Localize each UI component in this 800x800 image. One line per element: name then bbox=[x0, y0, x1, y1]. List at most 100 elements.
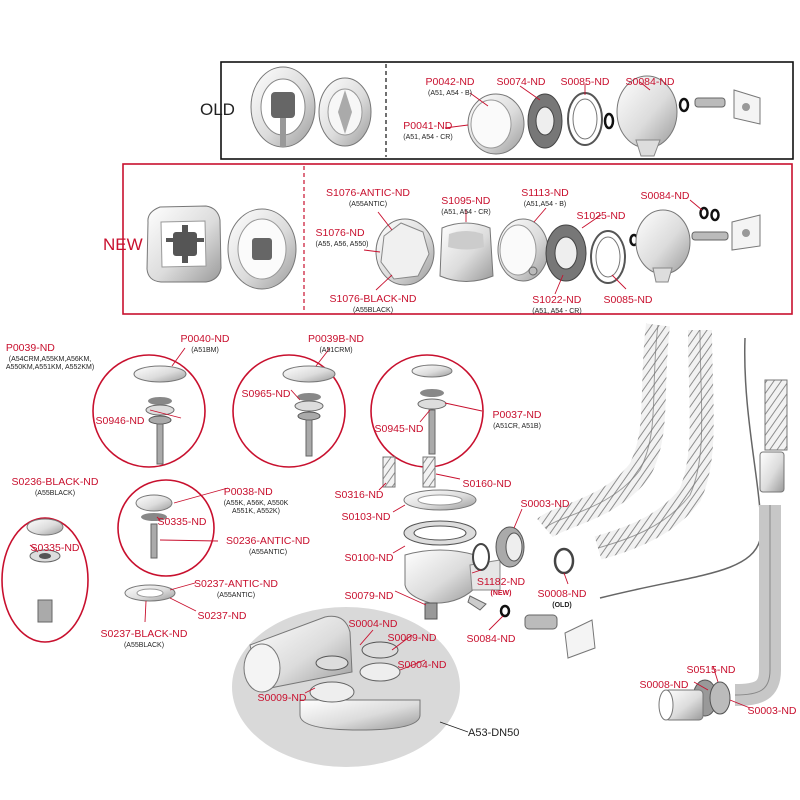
overflow-sleeve bbox=[759, 451, 785, 493]
part-code: S0084-ND bbox=[625, 76, 675, 88]
outlet-fitting bbox=[658, 679, 731, 721]
part-code: S0004-ND bbox=[348, 618, 398, 630]
label-s0009-a: S0009-ND bbox=[387, 629, 436, 645]
part-code: S0335-ND bbox=[157, 516, 207, 528]
label-s0965: S0965-ND bbox=[241, 385, 290, 401]
overflow-pipe-outline bbox=[734, 505, 771, 696]
part-code: P0038-ND bbox=[223, 486, 273, 498]
part-note: (A51, A54 - CR) bbox=[403, 134, 453, 141]
part-note: (NEW) bbox=[490, 590, 512, 597]
label-s0084-c: S0084-ND bbox=[466, 630, 515, 646]
part-code: S0335-ND bbox=[30, 542, 80, 554]
part-code: S0009-ND bbox=[257, 692, 307, 704]
old-section-frame bbox=[220, 61, 794, 160]
part-note: A551K, A552K) bbox=[232, 508, 280, 515]
part-note: (A55, A56, A550) bbox=[315, 241, 369, 248]
valve-part bbox=[524, 614, 558, 630]
old-assembly-back bbox=[318, 77, 372, 147]
part-code: S0074-ND bbox=[496, 76, 546, 88]
part-code: P0039B-ND bbox=[307, 333, 365, 345]
label-p0041: P0041-ND(A51, A54 - CR) bbox=[403, 117, 452, 141]
label-s0009-b: S0009-ND bbox=[257, 689, 306, 705]
label-s0003-b: S0003-ND bbox=[747, 702, 796, 718]
old-part-s0085 bbox=[567, 92, 603, 146]
part-code: S1022-ND bbox=[532, 294, 582, 306]
label-s0085-old: S0085-ND bbox=[560, 73, 609, 89]
nut-s0003 bbox=[495, 526, 525, 568]
label-s0237-antic: S0237-ANTIC-ND(A55ANTIC) bbox=[194, 575, 278, 599]
label-s0236-black: S0236-BLACK-ND (A55BLACK) bbox=[12, 473, 99, 497]
part-code: S0085-ND bbox=[560, 76, 610, 88]
label-s0237-black: S0237-BLACK-ND(A55BLACK) bbox=[101, 625, 188, 649]
label-s0074: S0074-ND bbox=[496, 73, 545, 89]
part-code: S0945-ND bbox=[374, 423, 424, 435]
part-code: P0037-ND bbox=[492, 409, 542, 421]
old-assembly-front bbox=[250, 66, 316, 148]
part-note: (A54CRM,A55KM,A56KM, bbox=[8, 356, 92, 363]
part-note: (A51BM) bbox=[191, 347, 219, 354]
label-s1076-antic: S1076-ANTIC-ND(A55ANTIC) bbox=[326, 184, 410, 208]
part-code: S0236-BLACK-ND bbox=[11, 476, 99, 488]
bolt-s0316 bbox=[382, 456, 396, 488]
oring-s0084-c bbox=[499, 604, 511, 618]
part-code: S0236-ANTIC-ND bbox=[225, 535, 311, 547]
label-s1095: S1095-ND(A51, A54 - CR) bbox=[441, 192, 490, 216]
plug-stack-5 bbox=[26, 518, 64, 623]
part-code: S0160-ND bbox=[462, 478, 512, 490]
new-spindle bbox=[691, 231, 729, 241]
flange-s0237-inner bbox=[136, 588, 164, 598]
part-code: S1025-ND bbox=[576, 210, 626, 222]
label-p0042: P0042-ND (A51, A54 - B) bbox=[425, 73, 474, 97]
part-note: (A51, A54 - B) bbox=[428, 90, 472, 97]
part-code: S0009-ND bbox=[387, 632, 437, 644]
label-s0160: S0160-ND bbox=[462, 475, 511, 491]
part-code: S0084-ND bbox=[466, 633, 516, 645]
part-note: (A51CRM) bbox=[319, 347, 353, 354]
part-note: (A55ANTIC) bbox=[248, 549, 288, 556]
part-note: (A55ANTIC) bbox=[216, 592, 256, 599]
label-s0335-b: S0335-ND bbox=[30, 539, 79, 555]
label-s0003-a: S0003-ND bbox=[520, 495, 569, 511]
part-code: S1076-BLACK-ND bbox=[329, 293, 417, 305]
part-note: (A51, A54 - CR) bbox=[532, 308, 582, 315]
part-code: S0100-ND bbox=[344, 552, 394, 564]
label-s0084-old: S0084-ND bbox=[625, 73, 674, 89]
label-p0039b: P0039B-ND (A51CRM) bbox=[308, 330, 364, 354]
ring-s0008-a bbox=[553, 547, 575, 575]
plate-part bbox=[564, 619, 596, 659]
part-code: S0008-ND bbox=[537, 588, 587, 600]
part-note: (A51CR, A51B) bbox=[493, 423, 541, 430]
label-s0008-b: S0008-ND bbox=[639, 676, 688, 692]
label-s0084-new: S0084-ND bbox=[640, 187, 689, 203]
new-part-s1076 bbox=[375, 218, 435, 286]
hose-1-outline bbox=[544, 324, 659, 529]
plug-stack-1 bbox=[133, 365, 187, 465]
label-s0946: S0946-ND bbox=[95, 412, 144, 428]
part-note: (A55BLACK) bbox=[34, 490, 76, 497]
nut-s0079 bbox=[424, 602, 438, 620]
old-part-p0041 bbox=[467, 93, 525, 155]
label-s0103: S0103-ND bbox=[341, 508, 390, 524]
detail-circle-p0039b bbox=[232, 354, 346, 468]
detail-circle-s0236 bbox=[1, 517, 89, 643]
part-code: P0040-ND bbox=[180, 333, 230, 345]
part-code: S1113-ND bbox=[521, 187, 569, 199]
label-s0236-antic: S0236-ANTIC-ND (A55ANTIC) bbox=[226, 532, 310, 556]
label-p0040: P0040-ND (A51BM) bbox=[180, 330, 229, 354]
part-code: S0079-ND bbox=[344, 590, 394, 602]
label-s1025: S1025-ND bbox=[576, 207, 625, 223]
label-s1076-black: S1076-BLACK-ND(A55BLACK) bbox=[330, 290, 417, 314]
part-code: S0237-BLACK-ND bbox=[100, 628, 188, 640]
leader-lines bbox=[29, 81, 751, 709]
label-s0945: S0945-ND bbox=[374, 420, 423, 436]
part-code: P0042-ND bbox=[425, 76, 475, 88]
overflow-hose-top bbox=[764, 379, 788, 451]
part-note: (OLD) bbox=[552, 602, 572, 609]
detail-circle-p0039 bbox=[92, 354, 206, 468]
a53-section-label: A53-DN50 bbox=[468, 727, 520, 739]
part-code: S0003-ND bbox=[747, 705, 797, 717]
clip-part bbox=[467, 595, 487, 611]
part-code: S1076-ND bbox=[315, 227, 365, 239]
new-housing bbox=[635, 209, 691, 283]
plug-stack-3 bbox=[411, 364, 453, 455]
